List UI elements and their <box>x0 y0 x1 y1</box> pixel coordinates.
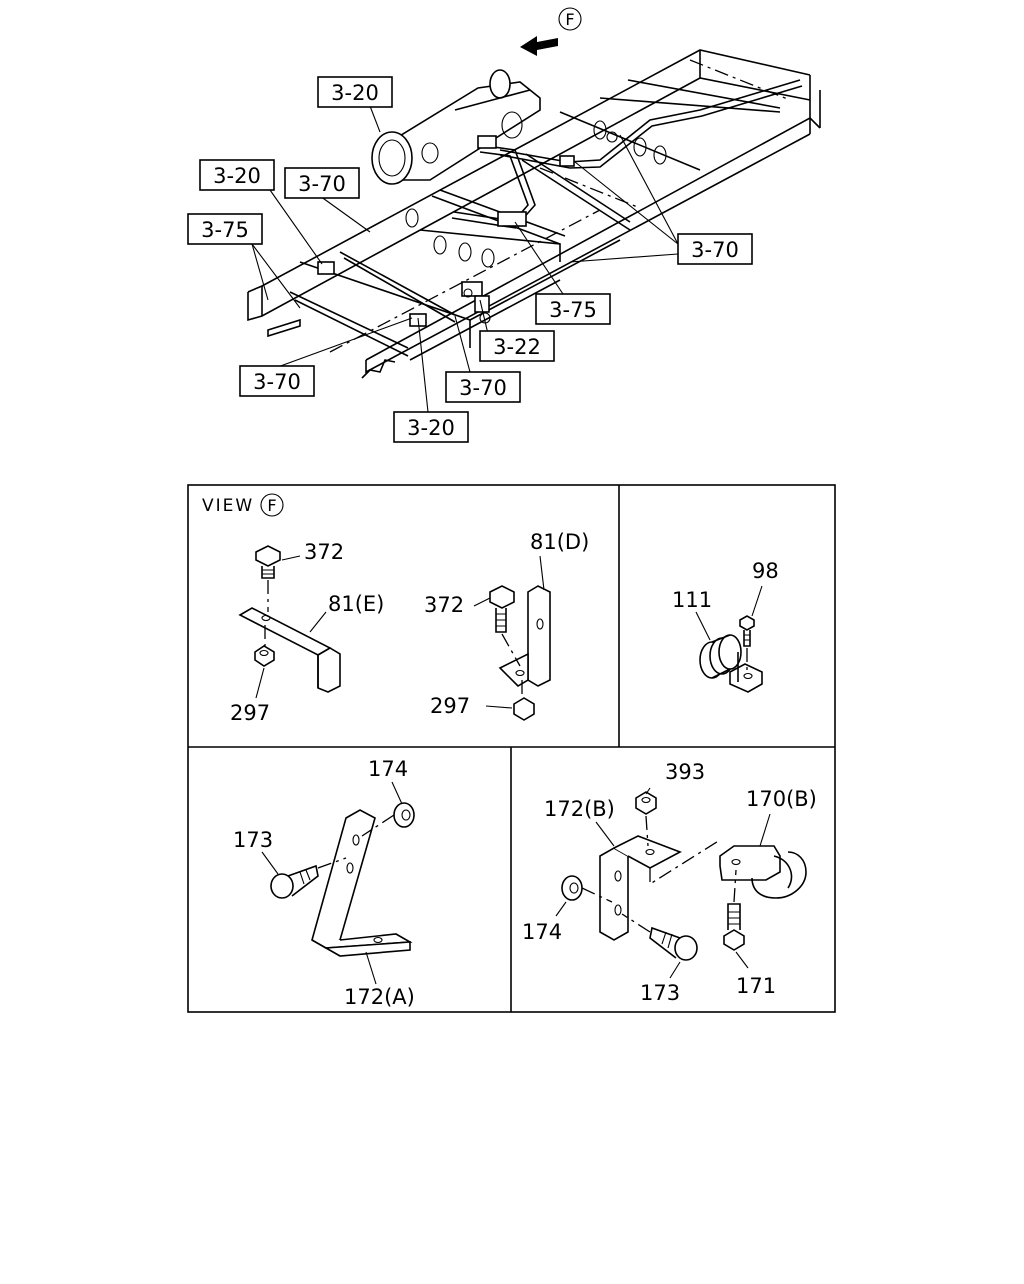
label-171: 171 <box>736 974 776 998</box>
leader-170b <box>759 813 771 847</box>
leader-174-b <box>555 901 567 917</box>
leader-372-a <box>281 555 301 561</box>
callout-3-70-d: 3-70 <box>445 371 521 403</box>
svg-text:3-20: 3-20 <box>407 416 455 440</box>
label-297-a: 297 <box>230 701 270 725</box>
label-393: 393 <box>665 760 705 784</box>
panel-bracket-a: 174 173 172(A) <box>233 757 415 1009</box>
label-111: 111 <box>672 588 712 612</box>
svg-text:3-70: 3-70 <box>298 172 346 196</box>
label-172a: 172(A) <box>344 985 415 1009</box>
view-title: VIEW <box>202 496 254 516</box>
svg-text:3-75: 3-75 <box>549 298 597 322</box>
callout-3-22: 3-22 <box>479 330 555 362</box>
nut-297-b <box>513 680 535 721</box>
damper-bracket <box>729 652 763 693</box>
clamp-170b <box>719 845 807 899</box>
direction-marker-letter: F <box>565 10 574 29</box>
label-174-b: 174 <box>522 920 562 944</box>
bracket-81d <box>498 585 551 688</box>
svg-text:3-20: 3-20 <box>213 164 261 188</box>
bolt-98 <box>739 615 755 670</box>
svg-text:3-20: 3-20 <box>331 81 379 105</box>
leader-174-a <box>391 781 403 805</box>
leader-171 <box>735 951 749 969</box>
callout-3-70-a: 3-70 <box>284 167 360 199</box>
label-173-a: 173 <box>233 828 273 852</box>
callout-leaders <box>251 105 679 413</box>
nut-297-a <box>254 625 275 667</box>
label-98: 98 <box>752 559 779 583</box>
bracket-172a <box>311 809 413 957</box>
nut-393 <box>635 791 657 847</box>
bracket-172b <box>599 835 721 941</box>
leader-297-b <box>485 705 513 709</box>
frame-assembly-illustration: F <box>187 7 821 443</box>
callout-3-70-c: 3-70 <box>239 365 315 397</box>
leader-172b <box>595 821 615 847</box>
bolt-372-a <box>255 545 281 612</box>
detail-panels-frame <box>187 484 836 1013</box>
frame-rods <box>267 79 781 357</box>
leader-81e <box>309 611 327 633</box>
muffler <box>371 69 541 185</box>
harness-clips <box>317 131 618 327</box>
bolt-372-b <box>489 585 521 667</box>
exhaust-pipes <box>451 79 803 229</box>
frame-rails <box>247 49 821 379</box>
callout-3-20-b: 3-20 <box>199 159 275 191</box>
label-173-b: 173 <box>640 981 680 1005</box>
panel-bracket-b: 393 172(B) 170(B) 174 173 171 <box>522 760 817 1005</box>
leader-81d <box>539 555 545 591</box>
leader-172a <box>365 951 377 985</box>
callout-3-70-b: 3-70 <box>677 233 753 265</box>
label-81e: 81(E) <box>328 592 384 616</box>
svg-text:3-70: 3-70 <box>691 238 739 262</box>
panel-view-f: VIEW F 372 81(E) 297 <box>202 493 589 725</box>
leader-98 <box>751 585 763 617</box>
leader-173-a <box>261 851 279 875</box>
label-172b: 172(B) <box>544 797 615 821</box>
svg-text:3-70: 3-70 <box>253 370 301 394</box>
panel-damper: 98 111 <box>672 559 779 693</box>
label-81d: 81(D) <box>530 530 589 554</box>
svg-text:F: F <box>267 496 276 515</box>
callout-3-20-c: 3-20 <box>393 411 469 443</box>
svg-text:3-70: 3-70 <box>459 376 507 400</box>
callout-3-20-a: 3-20 <box>317 76 393 108</box>
leader-173-b <box>669 961 681 979</box>
view-marker: F <box>260 493 284 517</box>
leader-393 <box>645 787 651 795</box>
callout-3-75-a: 3-75 <box>187 213 263 245</box>
bolt-171 <box>723 869 745 951</box>
svg-text:3-22: 3-22 <box>493 335 541 359</box>
label-372-a: 372 <box>304 540 344 564</box>
rubber-damper-111 <box>699 634 742 679</box>
label-297-b: 297 <box>430 694 470 718</box>
nut-174-b <box>561 875 613 903</box>
svg-text:3-75: 3-75 <box>201 218 249 242</box>
direction-marker: F <box>558 7 582 31</box>
center-lines <box>329 59 791 353</box>
label-170b: 170(B) <box>746 787 817 811</box>
bolt-173-a <box>270 857 347 899</box>
leader-297-a <box>255 667 265 699</box>
label-372-b: 372 <box>424 593 464 617</box>
direction-arrow-icon <box>520 36 558 56</box>
bracket-81e <box>238 607 341 693</box>
leader-111 <box>695 611 711 641</box>
leader-372-b <box>473 597 491 607</box>
nut-174-a <box>361 802 415 837</box>
label-174-a: 174 <box>368 757 408 781</box>
bolt-173-b <box>621 913 698 961</box>
callout-3-75-b: 3-75 <box>535 293 611 325</box>
